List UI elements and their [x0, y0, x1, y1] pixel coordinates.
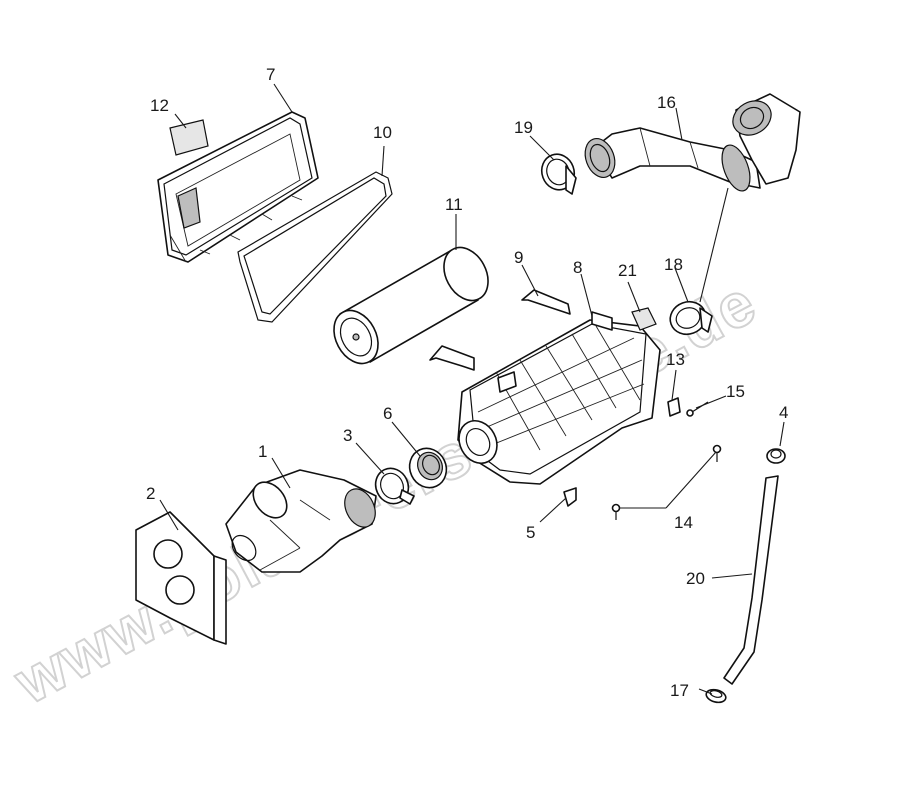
part-4-hose-clip[interactable]	[766, 448, 786, 464]
callout-21[interactable]: 21	[618, 261, 637, 280]
part-14-screw[interactable]	[611, 444, 722, 521]
callout-8[interactable]: 8	[573, 258, 582, 277]
leader-lines	[159, 83, 785, 695]
callout-17[interactable]: 17	[670, 681, 689, 700]
part-15-screw[interactable]	[686, 401, 709, 417]
callout-5[interactable]: 5	[526, 523, 535, 542]
callout-11[interactable]: 11	[445, 195, 463, 214]
callout-2[interactable]: 2	[146, 484, 155, 503]
callout-13[interactable]: 13	[666, 350, 685, 369]
part-10-seal-gasket[interactable]	[237, 171, 393, 323]
callout-15[interactable]: 15	[726, 382, 745, 401]
callout-19[interactable]: 19	[514, 118, 533, 137]
part-2-foam-plate[interactable]	[135, 511, 227, 645]
part-20-drain-hose[interactable]	[723, 475, 779, 685]
callout-18[interactable]: 18	[664, 255, 683, 274]
part-8-airbox-housing[interactable]	[452, 311, 661, 485]
callout-9[interactable]: 9	[514, 248, 523, 267]
callout-16[interactable]: 16	[657, 93, 676, 112]
part-19-hose-clamp[interactable]	[537, 150, 579, 195]
callout-12[interactable]: 12	[150, 96, 169, 115]
part-18-hose-clamp[interactable]	[666, 297, 713, 339]
part-11-filter-element[interactable]	[325, 240, 497, 371]
part-1-intake-duct[interactable]	[225, 469, 381, 573]
part-7-airbox-cover[interactable]	[157, 111, 319, 263]
part-13-clip[interactable]	[667, 397, 681, 417]
callout-1[interactable]: 1	[258, 442, 267, 461]
callout-3[interactable]: 3	[343, 426, 352, 445]
callout-20[interactable]: 20	[686, 569, 705, 588]
part-6-coupler[interactable]	[403, 442, 453, 493]
part-16-intake-duct[interactable]	[580, 93, 801, 195]
part-12-label-tag[interactable]	[169, 119, 209, 156]
callout-10[interactable]: 10	[373, 123, 392, 142]
callout-labels: 1 2 3 4 5 6 7 8 9 10 11 12 13 14 15 16 1…	[146, 65, 788, 700]
callout-7[interactable]: 7	[266, 65, 275, 84]
callout-6[interactable]: 6	[383, 404, 392, 423]
callout-14[interactable]: 14	[674, 513, 693, 532]
callout-4[interactable]: 4	[779, 403, 788, 422]
part-9-bracket[interactable]	[429, 289, 571, 371]
part-17-hose-clip[interactable]	[705, 688, 727, 705]
part-5-grommet[interactable]	[563, 487, 577, 507]
part-3-clamp[interactable]	[370, 463, 415, 509]
part-21-label[interactable]	[631, 307, 657, 331]
